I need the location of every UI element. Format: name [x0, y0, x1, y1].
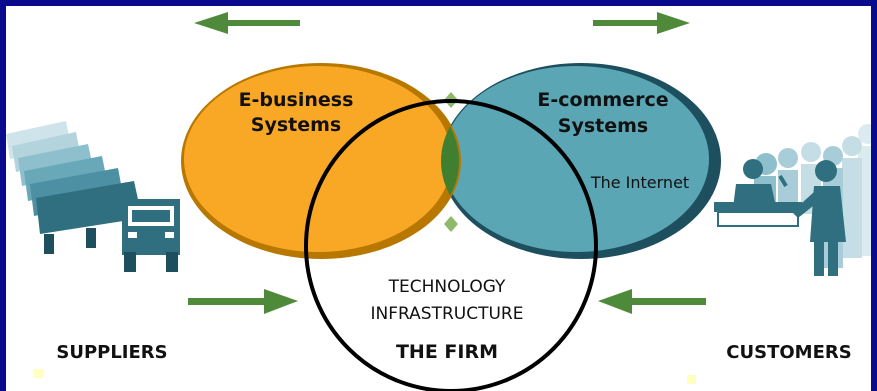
ebusiness-label-2: Systems: [251, 114, 341, 136]
internet-label: The Internet: [590, 173, 689, 192]
ebusiness-label-1: E-business: [239, 89, 354, 111]
technology-label: TECHNOLOGY: [388, 277, 506, 297]
corner-square-right: [687, 375, 696, 384]
infrastructure-label: INFRASTRUCTURE: [371, 304, 524, 324]
firm-title: THE FIRM: [396, 341, 498, 363]
customers-icon: [714, 124, 871, 276]
suppliers-label: SUPPLIERS: [56, 342, 167, 363]
truck-icon: [6, 121, 180, 272]
bottom-left-arrow: [188, 289, 298, 314]
overlap-bottom-diamond: [444, 216, 458, 232]
customers-label: CUSTOMERS: [726, 342, 851, 363]
ecommerce-label-2: Systems: [558, 115, 648, 137]
bottom-right-arrow: [598, 289, 706, 314]
firm-circle: [304, 99, 598, 391]
top-left-arrow: [194, 12, 300, 34]
top-right-arrow: [593, 12, 690, 34]
diagram-canvas: E-business Systems E-commerce Systems Th…: [6, 6, 871, 391]
diagram-svg: E-business Systems E-commerce Systems Th…: [6, 12, 871, 391]
corner-square-left: [34, 369, 43, 378]
ecommerce-label-1: E-commerce: [537, 89, 668, 111]
